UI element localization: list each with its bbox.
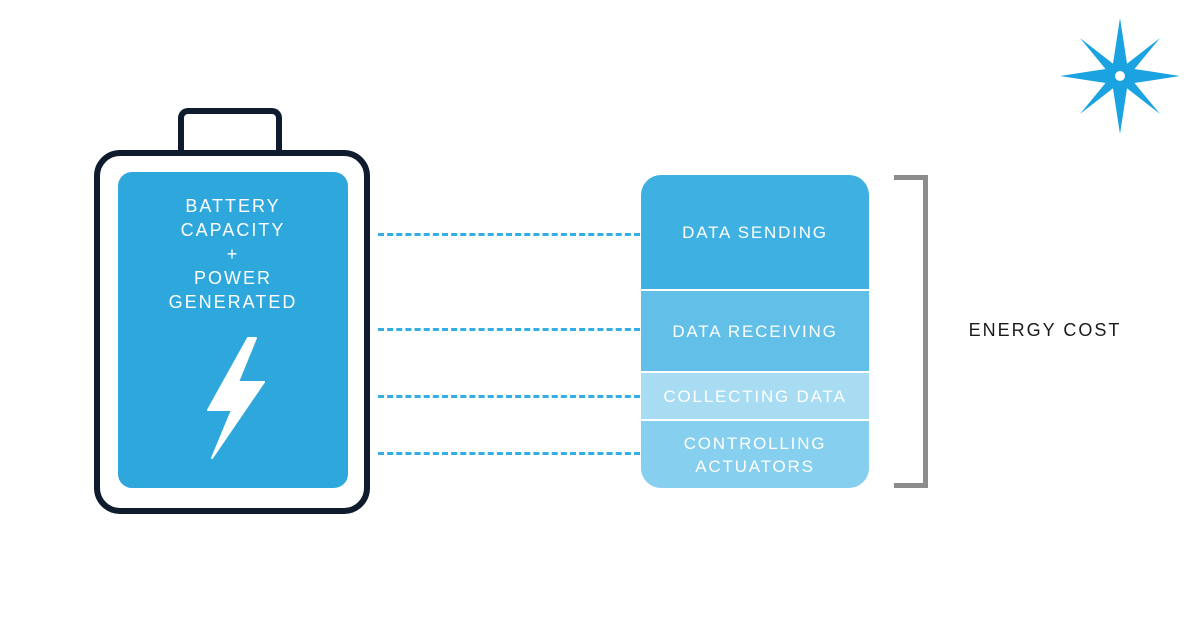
battery-label-line: POWER	[193, 268, 272, 288]
segment-label-line: ACTUATORS	[695, 456, 815, 476]
battery-terminal	[178, 108, 282, 158]
connector-controlling-actuators	[378, 452, 640, 455]
battery-label-line: GENERATED	[168, 292, 298, 312]
segment-label: COLLECTING DATA	[663, 386, 847, 406]
battery-label-line: +	[226, 244, 240, 264]
segment-label: DATA RECEIVING	[672, 321, 838, 341]
connector-data-receiving	[378, 328, 640, 331]
star-burst-icon	[1060, 18, 1180, 134]
stack-segment-collecting-data: COLLECTING DATA	[641, 373, 869, 419]
segment-label-line: CONTROLLING	[683, 433, 827, 453]
energy-cost-label: ENERGY COST	[968, 320, 1122, 340]
battery-label-line: CAPACITY	[180, 220, 286, 240]
segment-label: CONTROLLING ACTUATORS	[684, 432, 827, 478]
energy-stack: DATA SENDING DATA RECEIVING COLLECTING D…	[641, 175, 869, 488]
energy-cost-bracket	[894, 175, 928, 488]
battery-label: BATTERY CAPACITY + POWER GENERATED	[118, 194, 348, 314]
battery-label-line: BATTERY	[185, 196, 281, 216]
battery-fill	[118, 172, 348, 488]
connector-collecting-data	[378, 395, 640, 398]
stack-segment-data-sending: DATA SENDING	[641, 175, 869, 289]
stack-segment-controlling-actuators: CONTROLLING ACTUATORS	[641, 421, 869, 488]
lightning-bolt-icon	[207, 337, 265, 459]
stack-segment-data-receiving: DATA RECEIVING	[641, 291, 869, 371]
segment-label: DATA SENDING	[682, 222, 828, 242]
connector-data-sending	[378, 233, 640, 236]
